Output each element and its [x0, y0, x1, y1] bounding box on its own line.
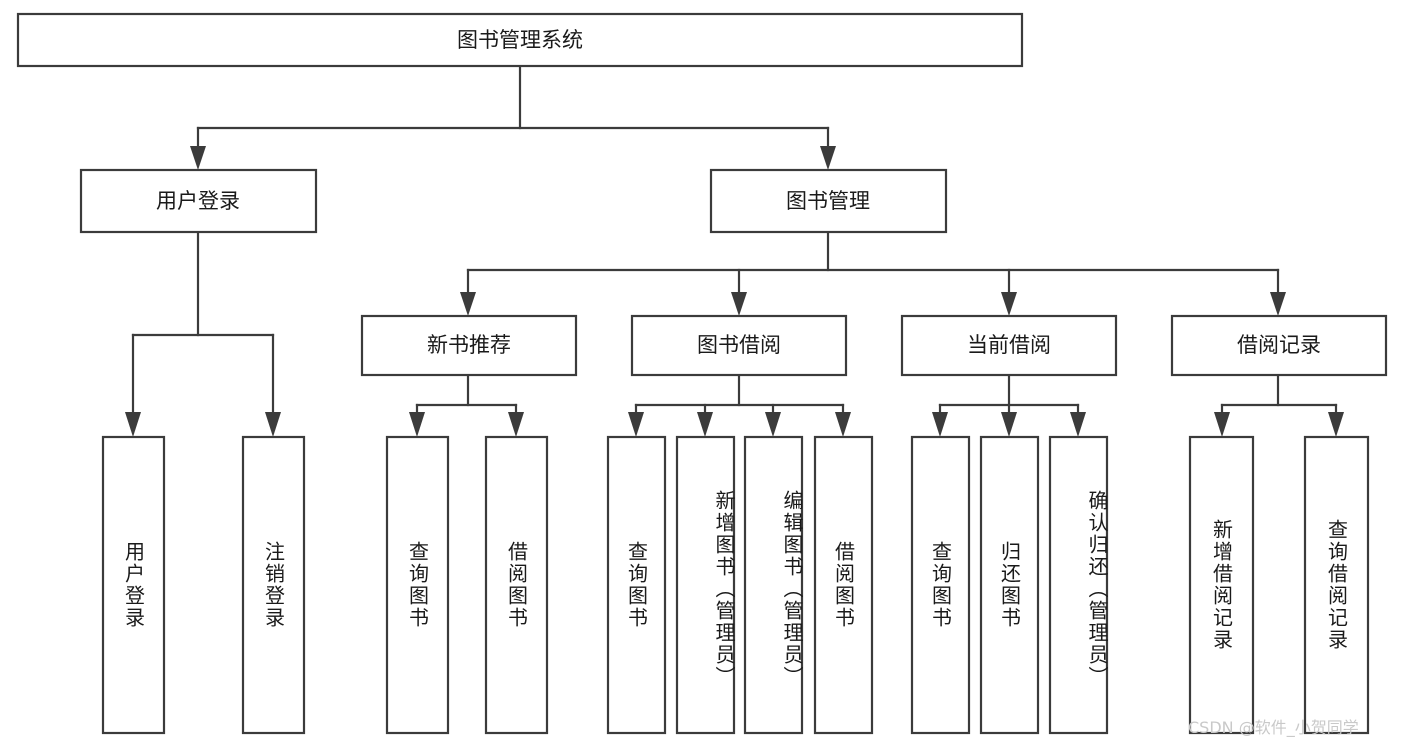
node-leaf-borrow-book-newbook[interactable]	[484, 435, 549, 735]
node-leaf-query-book-current[interactable]	[910, 435, 971, 735]
arrow-head-leaf-return-book	[1001, 412, 1017, 437]
arrow-head-new-book-rec	[460, 292, 476, 316]
arrow-head-leaf-confirm-return	[1070, 412, 1086, 437]
arrow-head-leaf-query-book-2	[628, 412, 644, 437]
arrow-head-leaf-query-book-1	[409, 412, 425, 437]
node-book-management[interactable]	[709, 168, 948, 234]
node-leaf-logout[interactable]	[241, 435, 306, 735]
node-user-login-label: 用户登录	[156, 189, 240, 213]
node-book-management-label: 图书管理	[786, 189, 870, 213]
arrow-head-leaf-add-record	[1214, 412, 1230, 437]
node-leaf-user-login[interactable]	[101, 435, 166, 735]
node-leaf-add-borrow-record[interactable]	[1188, 435, 1255, 735]
arrow-head-leaf-logout	[265, 412, 281, 437]
node-borrow-record-label: 借阅记录	[1237, 333, 1321, 357]
node-leaf-confirm-return-admin[interactable]	[1048, 435, 1109, 735]
arrow-head-leaf-add-book	[697, 412, 713, 437]
node-layer: 图书管理系统 用户登录 图书管理 新书推荐 图书借阅 当前借阅 借阅记录	[16, 12, 1388, 735]
node-new-book-recommend-label: 新书推荐	[427, 333, 511, 357]
node-leaf-query-book-newbook[interactable]	[385, 435, 450, 735]
arrow-head-borrow-record	[1270, 292, 1286, 316]
connector-layer	[125, 64, 1344, 437]
arrow-head-leaf-user-login	[125, 412, 141, 437]
arrow-head-leaf-query-record	[1328, 412, 1344, 437]
csdn-watermark: CSDN @软件_小贺同学	[1188, 718, 1359, 737]
arrow-head-leaf-borrow-book-2	[835, 412, 851, 437]
node-leaf-add-book-admin[interactable]	[675, 435, 736, 735]
node-leaf-query-borrow-record[interactable]	[1303, 435, 1370, 735]
node-leaf-return-book[interactable]	[979, 435, 1040, 735]
node-leaf-query-book-borrow[interactable]	[606, 435, 667, 735]
arrow-head-book-mgmt	[820, 146, 836, 170]
node-book-borrow[interactable]	[630, 314, 848, 377]
node-root[interactable]	[16, 12, 1024, 68]
node-borrow-record[interactable]	[1170, 314, 1388, 377]
arrow-head-user-login	[190, 146, 206, 170]
arrow-head-book-borrow	[731, 292, 747, 316]
arrow-head-leaf-borrow-book-1	[508, 412, 524, 437]
node-current-borrow-label: 当前借阅	[967, 333, 1051, 357]
node-user-login[interactable]	[79, 168, 318, 234]
arrow-head-leaf-query-book-3	[932, 412, 948, 437]
node-current-borrow[interactable]	[900, 314, 1118, 377]
node-root-label: 图书管理系统	[457, 28, 583, 52]
node-new-book-recommend[interactable]	[360, 314, 578, 377]
node-leaf-edit-book-admin[interactable]	[743, 435, 804, 735]
node-book-borrow-label: 图书借阅	[697, 333, 781, 357]
arrow-head-current-borrow	[1001, 292, 1017, 316]
node-leaf-borrow-book-borrow[interactable]	[813, 435, 874, 735]
arrow-head-leaf-edit-book	[765, 412, 781, 437]
